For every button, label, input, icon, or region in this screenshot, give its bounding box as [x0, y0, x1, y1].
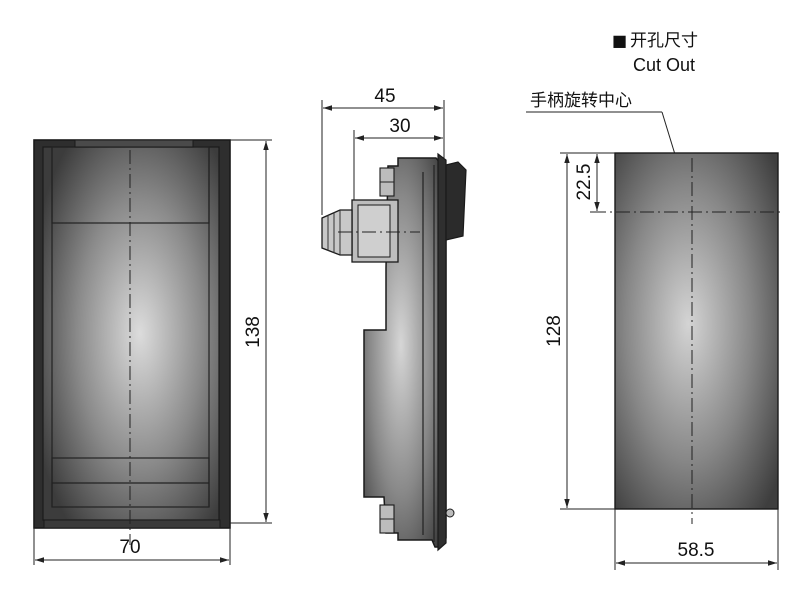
legend-en-label: Cut Out [633, 55, 695, 75]
legend-cn-label: 开孔尺寸 [630, 31, 698, 51]
side-depth-total-label: 45 [374, 86, 395, 107]
front-view: 70 138 [33, 139, 272, 565]
cutout-offset-label: 22.5 [574, 164, 595, 201]
front-top-lip [74, 139, 194, 148]
cutout-view: ■ 开孔尺寸 Cut Out 手柄旋转中心 22.5 128 58.5 [526, 31, 780, 570]
side-lock-inner [357, 204, 391, 258]
front-width-label: 70 [119, 537, 140, 558]
front-bottom-lip [43, 519, 221, 529]
side-depth-handle-label: 30 [389, 116, 410, 137]
front-body [42, 146, 220, 521]
side-front-flange [437, 152, 447, 552]
handle-center-label: 手柄旋转中心 [530, 91, 632, 111]
cutout-height-label: 128 [544, 315, 565, 347]
side-view: 45 30 [321, 86, 467, 552]
cutout-rect [614, 152, 779, 510]
side-bottom-pin [445, 508, 455, 518]
cutout-width-label: 58.5 [678, 540, 715, 561]
side-handle-lever [445, 161, 467, 241]
legend-square: ■ [612, 31, 627, 50]
front-height-label: 138 [243, 316, 264, 348]
